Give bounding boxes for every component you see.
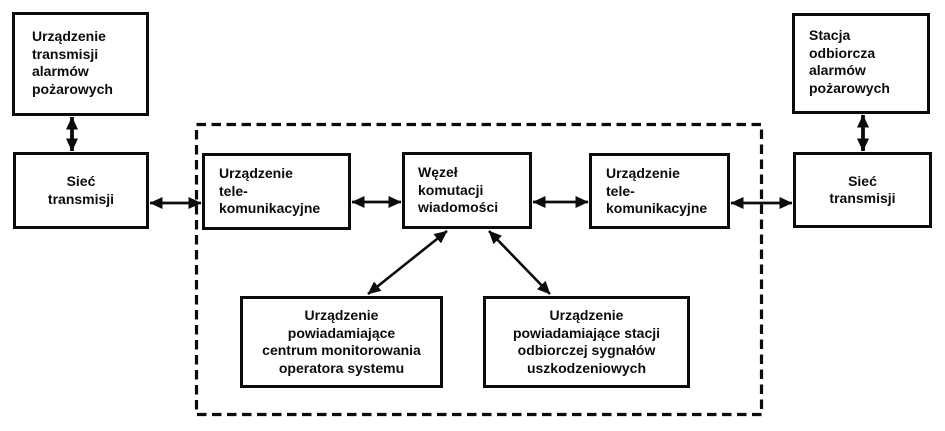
box-notifying-device-monitoring-centre-label: Urządzenie powiadamiające centrum monito…	[262, 307, 421, 376]
box-fire-alarm-transmission-device-label: Urządzenie transmisji alarmów pożarowych	[32, 28, 113, 97]
box-telecom-device-left-label: Urządzenie tele- komunikacyjne	[219, 165, 321, 216]
box-fire-alarm-transmission-device: Urządzenie transmisji alarmów pożarowych	[12, 12, 149, 116]
box-telecom-device-left: Urządzenie tele- komunikacyjne	[202, 153, 351, 230]
box-notifying-device-fault-signal-station: Urządzenie powiadamiające stacji odbiorc…	[483, 296, 690, 388]
box-transmission-network-left: Sieć transmisji	[13, 152, 149, 229]
box-telecom-device-right-label: Urządzenie tele- komunikacyjne	[606, 165, 708, 216]
box-message-switching-node-label: Węzeł komutacji wiadomości	[418, 164, 499, 215]
box-fire-alarm-receiving-station: Stacja odbiorcza alarmów pożarowych	[792, 13, 930, 114]
box-transmission-network-left-label: Sieć transmisji	[47, 173, 115, 207]
box-transmission-network-right-label: Sieć transmisji	[829, 172, 896, 207]
arrow-switching-node-to-monitoring-centre	[367, 229, 448, 296]
box-notifying-device-monitoring-centre: Urządzenie powiadamiające centrum monito…	[240, 296, 443, 388]
box-fire-alarm-receiving-station-label: Stacja odbiorcza alarmów pożarowych	[809, 27, 890, 96]
box-telecom-device-right: Urządzenie tele- komunikacyjne	[589, 153, 730, 229]
box-transmission-network-right: Sieć transmisji	[793, 152, 932, 228]
arrow-switching-node-to-fault-signal-station	[488, 230, 551, 295]
box-notifying-device-fault-signal-station-label: Urządzenie powiadamiające stacji odbiorc…	[512, 307, 661, 376]
box-message-switching-node: Węzeł komutacji wiadomości	[402, 152, 532, 229]
